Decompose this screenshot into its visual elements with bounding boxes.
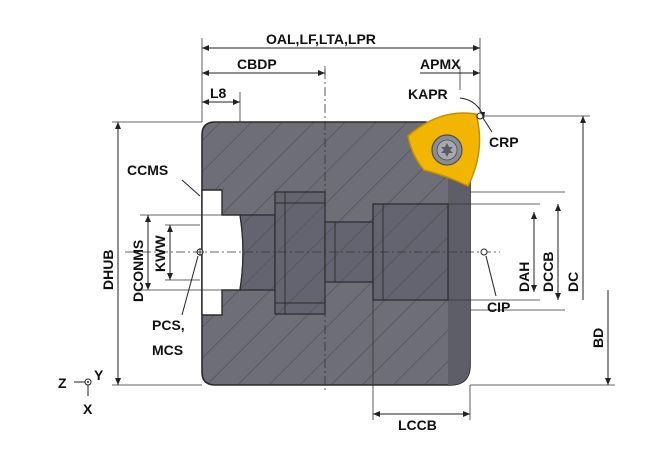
label-axis-y: Y [94,367,104,383]
label-kapr: KAPR [408,86,448,102]
label-dccb: DCCB [540,252,556,292]
pcs-point [196,248,204,256]
label-dconms: DCONMS [130,240,146,302]
labels: OAL,LF,LTA,LPR CBDP APMX L8 KAPR CRP CCM… [58,31,606,433]
label-bd: BD [590,328,606,348]
label-axis-z: Z [58,375,67,391]
label-ccms: CCMS [127,162,168,178]
cip-point [480,248,488,256]
dimension-lines-bottom [372,300,471,420]
label-cbdp: CBDP [237,56,277,72]
label-cip: CIP [487,299,510,315]
label-lccb: LCCB [398,417,437,433]
label-apmx: APMX [420,56,461,72]
label-l8: L8 [210,85,227,101]
dimension-lines-top [201,38,493,133]
label-axis-x: X [83,401,93,417]
label-dah: DAH [516,262,532,292]
body-front-flank [430,122,470,385]
dimension-lines-left [112,121,240,386]
label-oal: OAL,LF,LTA,LPR [266,31,376,47]
coordinate-system-icon [74,378,92,396]
label-crp: CRP [489,134,519,150]
torx-screw-icon [431,134,463,166]
trigon-insert-icon [407,112,481,188]
bore-step-1 [274,191,326,315]
label-kww: KWW [152,235,168,272]
label-mcs: MCS [152,342,183,358]
center-axis [125,70,500,392]
label-dhub: DHUB [100,250,116,290]
label-dc: DC [565,272,581,292]
label-pcs: PCS, [152,317,185,333]
dimension-lines-right [448,115,615,386]
center-bore [239,214,276,291]
